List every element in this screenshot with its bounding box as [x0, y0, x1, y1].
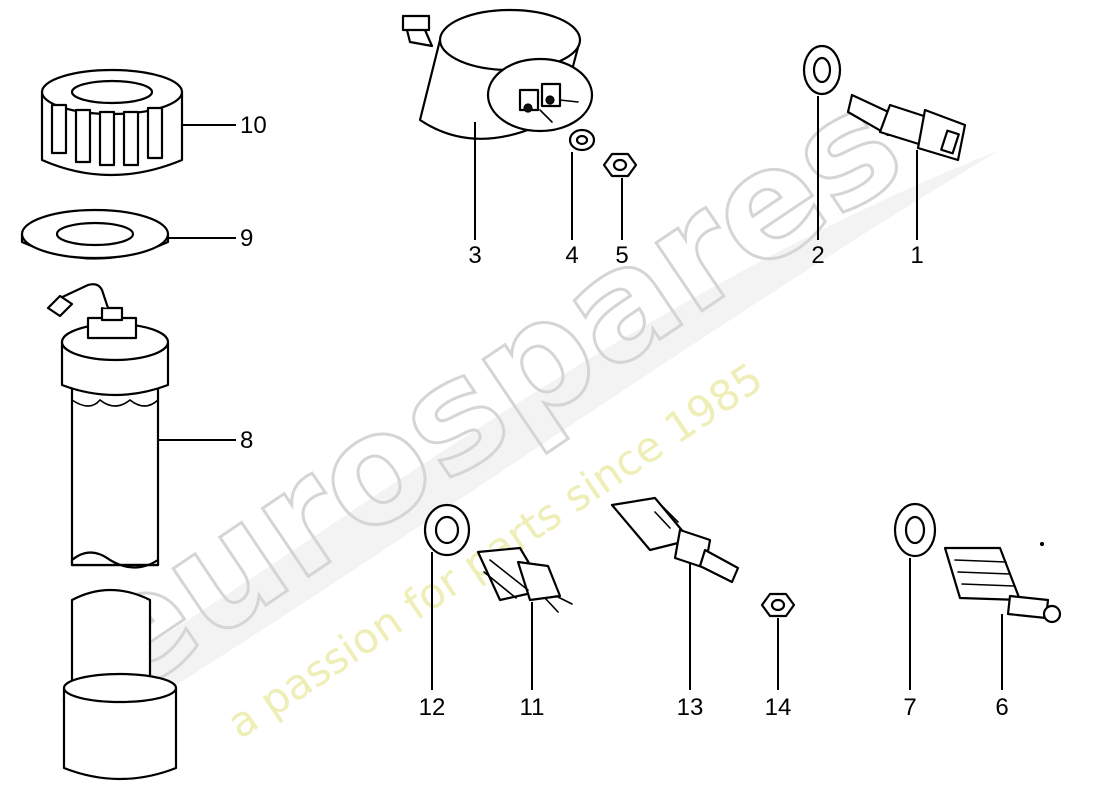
callout-5: 5: [615, 242, 628, 269]
part-11-temperature-switch: [476, 546, 573, 613]
part-3-pressure-switch: [401, 8, 594, 140]
callout-8: 8: [240, 427, 253, 454]
watermark: eurospares a passion for parts since 198…: [46, 54, 1000, 748]
part-6-sender-switch: [943, 541, 1062, 624]
callout-1: 1: [910, 242, 923, 269]
callout-6: 6: [995, 694, 1008, 721]
callout-9: 9: [240, 225, 253, 252]
part-8-filter-housing: [46, 283, 178, 781]
callout-3: 3: [468, 242, 481, 269]
part-14-nut: [760, 592, 796, 618]
callout-4: 4: [565, 242, 578, 269]
callout-7: 7: [903, 694, 916, 721]
callout-11: 11: [520, 694, 545, 721]
part-1-temperature-sender: [846, 93, 967, 162]
watermark-swoosh: [60, 150, 1000, 720]
callout-2: 2: [811, 242, 824, 269]
part-7-sealing-ring: [893, 502, 937, 558]
leader-lines: [158, 96, 1003, 690]
part-5-nut: [602, 152, 638, 178]
part-12-sealing-ring: [423, 503, 471, 557]
callouts: 10 9 8 3 4 5 2 1 12 11 13 14 7 6: [240, 112, 1009, 721]
part-10-cap-nut: [40, 68, 184, 177]
callout-13: 13: [677, 694, 704, 721]
callout-14: 14: [765, 694, 792, 721]
part-13-sensor: [610, 496, 740, 584]
part-2-sealing-ring: [802, 44, 842, 96]
callout-10: 10: [240, 112, 267, 139]
callout-12: 12: [419, 694, 446, 721]
part-4-spring-washer: [568, 128, 596, 152]
part-9-gasket: [20, 208, 170, 260]
